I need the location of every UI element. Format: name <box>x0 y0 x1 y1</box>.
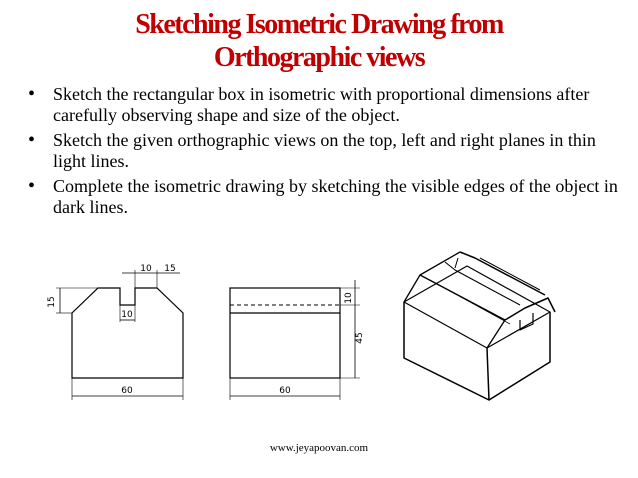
dim-side-height: 45 <box>355 332 365 343</box>
drawings-area: 15 10 10 15 60 10 45 60 <box>47 251 556 401</box>
bullet-text: Sketch the rectangular box in isometric … <box>53 84 590 125</box>
dim-front-slot: 10 <box>121 310 133 320</box>
bullet-text: Complete the isometric drawing by sketch… <box>53 176 618 217</box>
bullet-icon: • <box>28 129 36 151</box>
front-view-drawing <box>56 270 184 400</box>
bullet-icon: • <box>28 175 36 197</box>
dim-front-top-b: 15 <box>164 264 175 274</box>
isometric-sketch <box>403 251 556 401</box>
bullet-icon: • <box>28 83 36 105</box>
footer-url: www.jeyapoovan.com <box>269 442 369 454</box>
dim-side-width: 60 <box>279 386 291 396</box>
dim-front-width: 60 <box>121 386 133 396</box>
bullet-item: • Sketch the rectangular box in isometri… <box>28 84 628 126</box>
slide-title: Sketching Isometric Drawing from Orthogr… <box>0 8 638 74</box>
dim-front-top-a: 10 <box>140 264 152 274</box>
dim-front-height: 15 <box>47 296 57 307</box>
dim-side-top: 10 <box>344 292 354 304</box>
title-line-1: Sketching Isometric Drawing from <box>135 9 504 40</box>
side-view-drawing <box>229 280 360 400</box>
bullet-item: • Sketch the given orthographic views on… <box>28 130 628 172</box>
bullet-text: Sketch the given orthographic views on t… <box>53 130 596 171</box>
title-line-2: Orthographic views <box>213 42 426 73</box>
bullet-list: • Sketch the rectangular box in isometri… <box>28 84 628 222</box>
bullet-item: • Complete the isometric drawing by sket… <box>28 176 628 218</box>
